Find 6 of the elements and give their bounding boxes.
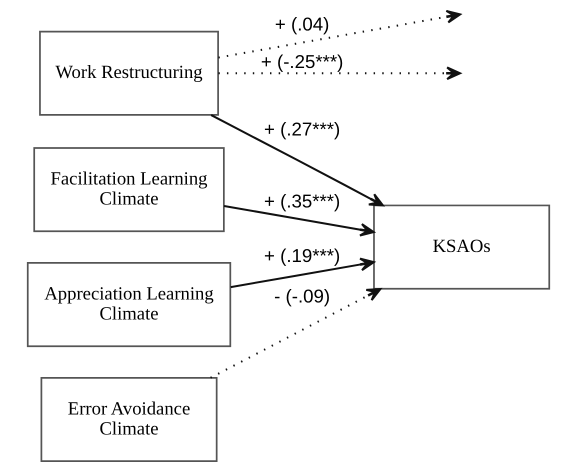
edge-label: + (.04)	[274, 14, 329, 35]
edge-label: + (-.25***)	[260, 51, 343, 72]
edge-label: - (-.09)	[274, 285, 330, 306]
edge-label: + (.19***)	[264, 245, 340, 266]
edge-label: + (.27***)	[264, 118, 340, 140]
edge-label: + (.35***)	[264, 190, 340, 212]
